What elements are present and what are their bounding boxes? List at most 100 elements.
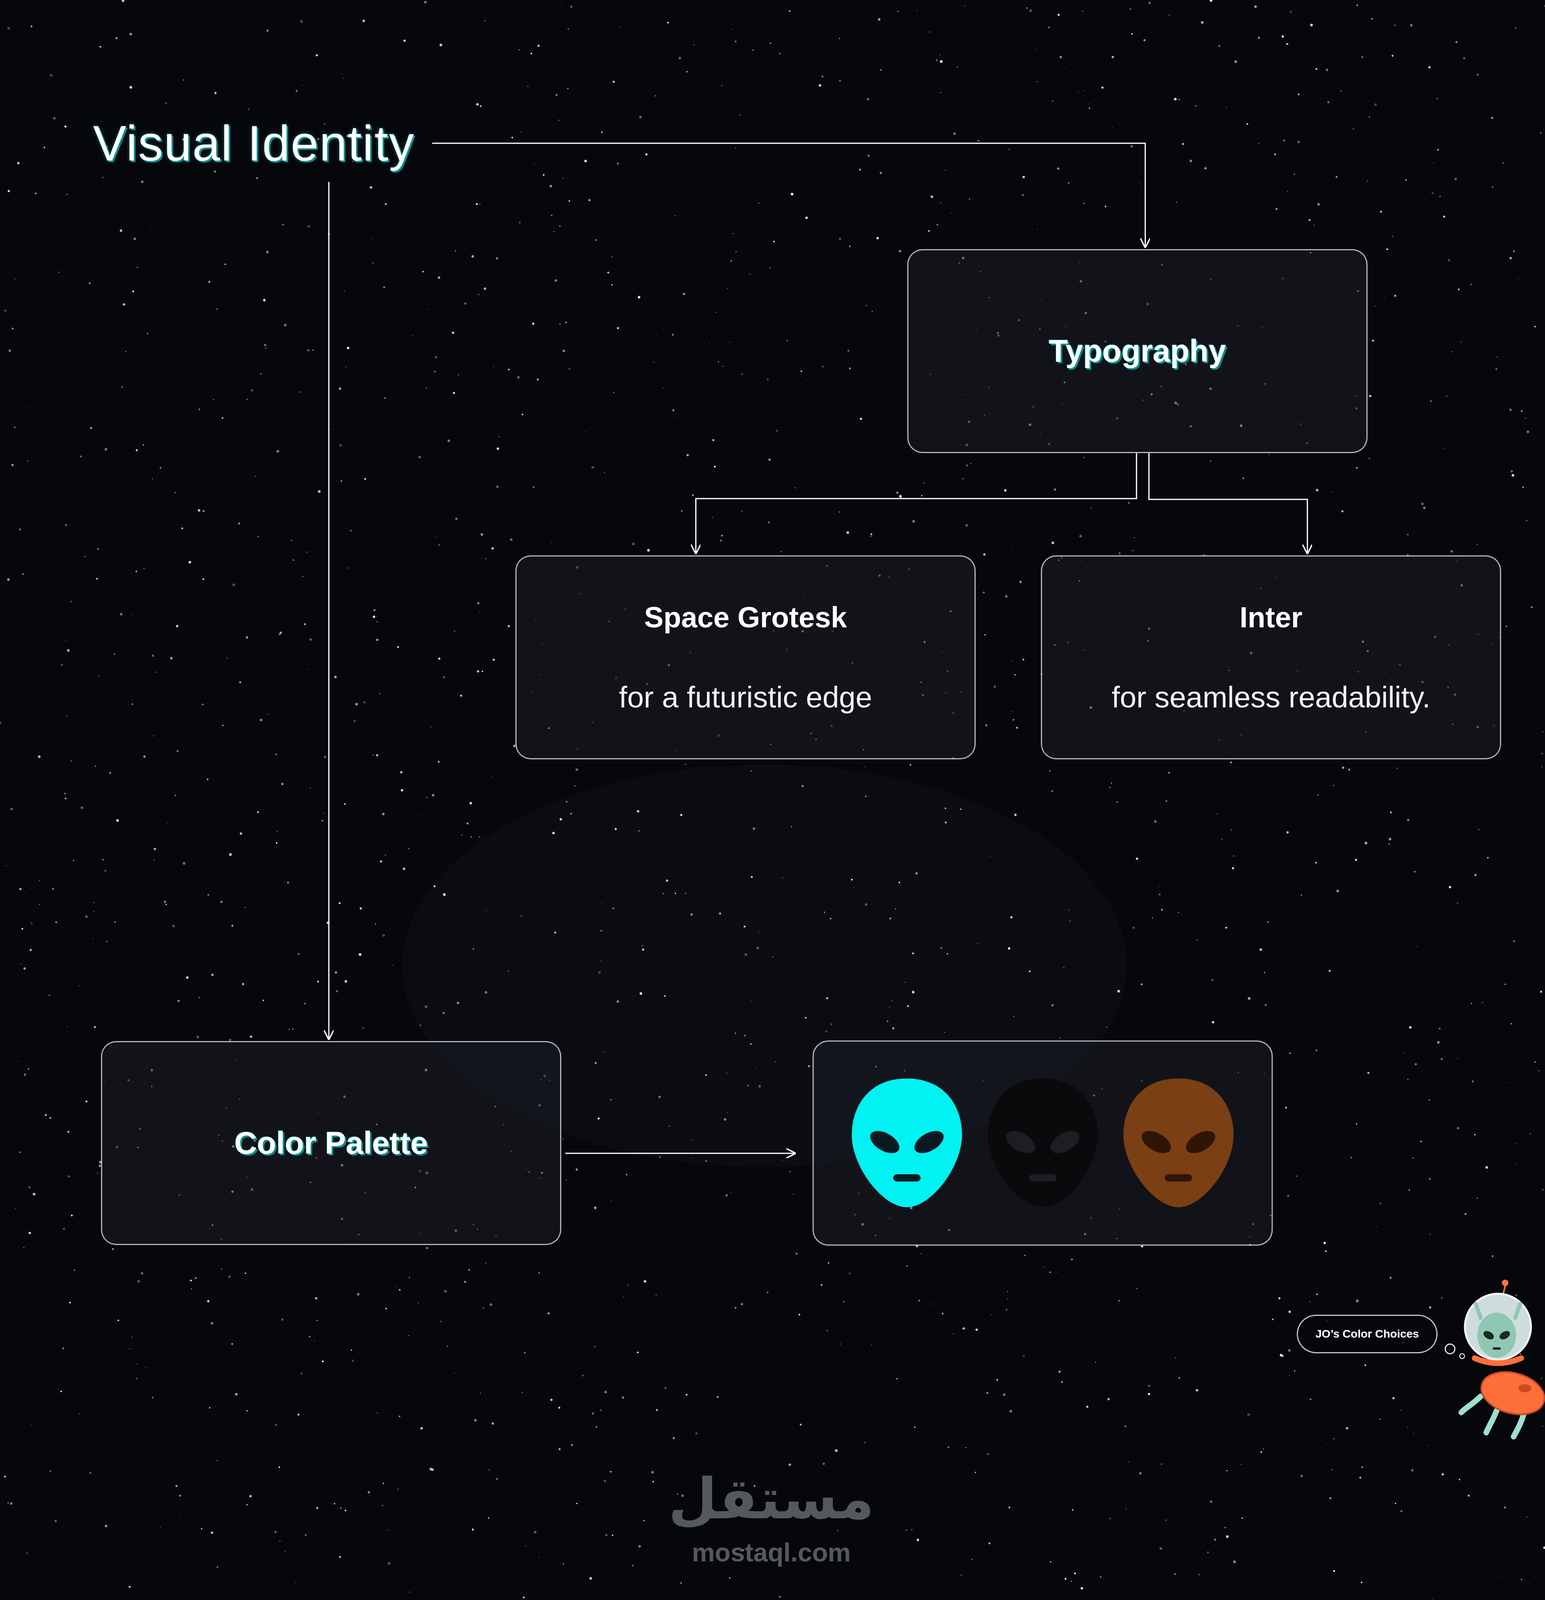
- star: [1218, 45, 1221, 48]
- star: [898, 249, 902, 253]
- star: [1140, 983, 1143, 986]
- star: [136, 1378, 138, 1379]
- star: [281, 782, 284, 785]
- star: [712, 516, 714, 518]
- star: [288, 1028, 290, 1030]
- star: [943, 1031, 945, 1033]
- star: [1526, 1516, 1528, 1518]
- star: [1159, 1547, 1163, 1550]
- star: [1511, 473, 1515, 477]
- star: [381, 1504, 384, 1506]
- star: [680, 510, 683, 512]
- star: [263, 344, 267, 347]
- star: [575, 1168, 579, 1171]
- star: [695, 1431, 698, 1434]
- star: [672, 409, 675, 411]
- star: [129, 86, 133, 89]
- star: [344, 980, 347, 983]
- star: [444, 1289, 447, 1293]
- star: [1392, 1396, 1395, 1400]
- star: [1317, 794, 1319, 796]
- star: [10, 441, 11, 443]
- star: [594, 1345, 596, 1347]
- star: [344, 290, 345, 292]
- star: [1458, 1478, 1461, 1481]
- star: [508, 368, 510, 371]
- star: [1491, 1255, 1494, 1257]
- star: [430, 726, 432, 728]
- star: [729, 341, 731, 343]
- star: [837, 1529, 839, 1531]
- star: [1168, 14, 1170, 16]
- star: [604, 1390, 607, 1393]
- star: [886, 1020, 889, 1022]
- star: [132, 613, 134, 616]
- star: [1491, 186, 1494, 188]
- star: [58, 271, 60, 273]
- star: [266, 29, 269, 32]
- star: [89, 1471, 92, 1474]
- star: [133, 237, 136, 241]
- star: [1008, 1506, 1011, 1508]
- star: [558, 1406, 561, 1409]
- star: [317, 490, 321, 493]
- star: [276, 842, 278, 844]
- star: [431, 1468, 435, 1471]
- star: [372, 615, 375, 618]
- star: [1147, 1392, 1150, 1395]
- star: [807, 1065, 810, 1068]
- star: [202, 509, 205, 512]
- star: [1406, 533, 1409, 536]
- star: [420, 1426, 423, 1430]
- star: [1288, 1374, 1290, 1377]
- star: [19, 528, 22, 531]
- star: [730, 1191, 732, 1193]
- star: [616, 1000, 620, 1003]
- star: [1350, 1156, 1352, 1158]
- star: [93, 901, 95, 904]
- star: [39, 903, 41, 905]
- star: [1310, 23, 1313, 27]
- star: [859, 168, 862, 171]
- star: [532, 322, 535, 326]
- star: [1541, 752, 1543, 755]
- star: [63, 792, 66, 795]
- star: [399, 1288, 401, 1291]
- star: [314, 1340, 316, 1342]
- star: [1487, 856, 1489, 859]
- star: [1143, 39, 1146, 42]
- star: [363, 700, 366, 704]
- star: [475, 103, 479, 106]
- star: [517, 376, 520, 379]
- star: [7, 189, 10, 192]
- star: [463, 1280, 466, 1283]
- star: [1128, 1461, 1129, 1463]
- star: [951, 1511, 953, 1513]
- star: [956, 66, 958, 68]
- star: [121, 0, 125, 3]
- star: [603, 472, 605, 474]
- star: [1216, 813, 1218, 815]
- star: [143, 567, 145, 570]
- star: [238, 522, 241, 525]
- star: [939, 92, 942, 94]
- star: [116, 818, 120, 822]
- star: [284, 1550, 286, 1552]
- star: [1420, 1140, 1422, 1142]
- star: [721, 84, 723, 86]
- star: [114, 920, 116, 923]
- star: [1541, 766, 1543, 767]
- star: [778, 1595, 781, 1598]
- star: [752, 827, 756, 831]
- star: [79, 1413, 81, 1414]
- star: [434, 356, 437, 359]
- star: [536, 378, 539, 381]
- star: [141, 180, 144, 184]
- star: [1359, 1476, 1362, 1479]
- star: [1329, 1496, 1332, 1499]
- star: [1440, 1297, 1443, 1299]
- star: [652, 1480, 655, 1483]
- star: [1300, 1474, 1303, 1478]
- star: [1111, 55, 1115, 59]
